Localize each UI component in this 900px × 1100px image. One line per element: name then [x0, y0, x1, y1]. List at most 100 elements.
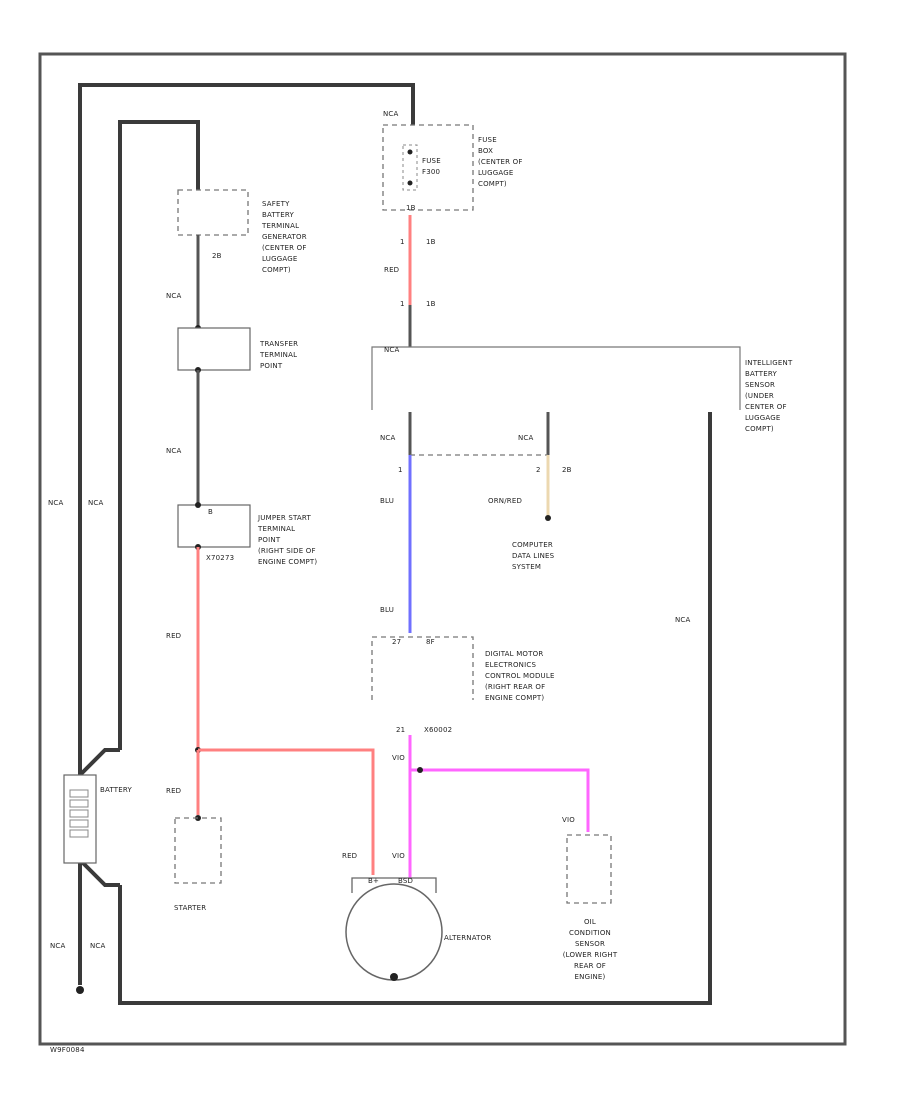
violet-oil-wire: [410, 768, 590, 832]
svg-text:CENTER OF: CENTER OF: [745, 403, 787, 411]
transfer-point-lines: TRANSFER TERMINAL POINT: [259, 340, 298, 370]
svg-text:GENERATOR: GENERATOR: [262, 233, 307, 241]
svg-text:BOX: BOX: [478, 147, 493, 155]
fuse-id-line1: FUSE: [422, 157, 441, 165]
ibs-lines: INTELLIGENT BATTERY SENSOR (UNDER CENTER…: [745, 359, 793, 433]
starter-box: [174, 817, 222, 884]
svg-text:POINT: POINT: [258, 536, 281, 544]
safety-terminal-pin: 2B: [212, 252, 222, 260]
alternator-label: ALTERNATOR: [444, 934, 491, 942]
starter-red-label: RED: [166, 787, 181, 795]
ibs-pin1-wire: NCA: [380, 434, 396, 442]
svg-text:CONDITION: CONDITION: [569, 929, 611, 937]
safety-wire-label: NCA: [166, 292, 182, 300]
safety-terminal-box: [177, 189, 249, 236]
safety-terminal-lines: SAFETY BATTERY TERMINAL GENERATOR (CENTE…: [261, 200, 307, 274]
svg-text:SYSTEM: SYSTEM: [512, 563, 541, 571]
oil-sensor-box: [566, 834, 612, 904]
blue-upper-label: BLU: [380, 497, 394, 505]
fuse-top-dot: [407, 149, 413, 155]
svg-text:LUGGAGE: LUGGAGE: [745, 414, 780, 422]
fuse-pin-b: 1B: [426, 238, 436, 246]
svg-text:TERMINAL: TERMINAL: [259, 351, 297, 359]
violet-label-b: VIO: [392, 852, 405, 860]
starter-label: STARTER: [174, 904, 206, 912]
fuse-conn-a: 1: [400, 238, 405, 246]
svg-text:(LOWER RIGHT: (LOWER RIGHT: [563, 951, 618, 959]
svg-text:ENGINE COMPT): ENGINE COMPT): [485, 694, 544, 702]
ibs-outline: [371, 346, 741, 410]
inner-loop-wire-label: NCA: [88, 499, 104, 507]
svg-text:COMPT): COMPT): [262, 266, 291, 274]
svg-text:OIL: OIL: [584, 918, 596, 926]
fuse-conn-b: 1: [400, 300, 405, 308]
alternator-pin-b: B+: [368, 877, 379, 885]
bottom-right-wire-label: NCA: [90, 942, 106, 950]
svg-text:POINT: POINT: [260, 362, 283, 370]
jumper-red-label: RED: [166, 632, 181, 640]
ibs-pin2-wire: NCA: [518, 434, 534, 442]
fuse-top-wire-label: NCA: [383, 110, 399, 118]
jumper-conn: X70273: [206, 554, 234, 562]
svg-text:BATTERY: BATTERY: [262, 211, 295, 219]
fuse-element: [402, 144, 418, 191]
fuse-box-outline: [382, 124, 474, 211]
oil-wire-label: VIO: [562, 816, 575, 824]
alternator-red-label: RED: [342, 852, 357, 860]
dme-outline: [371, 636, 474, 700]
fuse-bottom-dot: [407, 180, 413, 186]
svg-text:LUGGAGE: LUGGAGE: [262, 255, 297, 263]
svg-text:JUMPER START: JUMPER START: [257, 514, 311, 522]
outer-loop-wire-label: NCA: [48, 499, 64, 507]
svg-text:TRANSFER: TRANSFER: [259, 340, 298, 348]
svg-text:FUSE: FUSE: [478, 136, 497, 144]
svg-text:SENSOR: SENSOR: [745, 381, 775, 389]
bottom-left-wire-label: NCA: [50, 942, 66, 950]
ground-terminal-dot: [76, 986, 84, 994]
inner-nca-loop: [118, 120, 200, 750]
svg-text:COMPUTER: COMPUTER: [512, 541, 553, 549]
battery-top-connector: [78, 748, 120, 777]
ibs-pin1: 1: [398, 466, 403, 474]
violet-label-a: VIO: [392, 754, 405, 762]
outer-nca-loop: [78, 83, 415, 775]
jumper-pin: B: [208, 508, 213, 516]
svg-text:(RIGHT SIDE OF: (RIGHT SIDE OF: [258, 547, 316, 555]
dme-out-pin: 21: [396, 726, 405, 734]
ibs-pin2: 2: [536, 466, 541, 474]
dme-lines: DIGITAL MOTOR ELECTRONICS CONTROL MODULE…: [485, 650, 554, 702]
svg-text:ENGINE): ENGINE): [575, 973, 606, 981]
blue-lower-label: BLU: [380, 606, 394, 614]
battery-bottom-connector: [78, 858, 120, 887]
svg-text:REAR OF: REAR OF: [574, 962, 606, 970]
jumper-point-box: [177, 504, 251, 548]
fuse-red-label: RED: [384, 266, 399, 274]
fuse-box-lines: FUSE BOX (CENTER OF LUGGAGE COMPT): [478, 136, 523, 188]
alternator-red-wire: [198, 748, 375, 875]
svg-text:(RIGHT REAR OF: (RIGHT REAR OF: [485, 683, 545, 691]
svg-text:(CENTER OF: (CENTER OF: [478, 158, 523, 166]
svg-text:BATTERY: BATTERY: [745, 370, 778, 378]
svg-text:INTELLIGENT: INTELLIGENT: [745, 359, 793, 367]
ibs-right-wire-label: NCA: [675, 616, 691, 624]
battery-symbol: [63, 774, 97, 864]
svg-text:DIGITAL MOTOR: DIGITAL MOTOR: [485, 650, 543, 658]
jumper-point-lines: JUMPER START TERMINAL POINT (RIGHT SIDE …: [257, 514, 317, 566]
dme-pin-b: 8F: [426, 638, 435, 646]
dme-out-conn: X60002: [424, 726, 452, 734]
bottom-ground-loop: [118, 412, 712, 1005]
fuse-pin-top: 1B: [406, 204, 416, 212]
battery-label: BATTERY: [100, 786, 133, 794]
jumper-top-dot: [195, 502, 201, 508]
svg-text:SENSOR: SENSOR: [575, 940, 605, 948]
svg-text:DATA LINES: DATA LINES: [512, 552, 555, 560]
footer-code: W9F0084: [50, 1046, 85, 1054]
orange-wire-end: [545, 515, 551, 521]
transfer-point-box: [177, 327, 251, 371]
svg-text:TERMINAL: TERMINAL: [257, 525, 295, 533]
violet-splice-dot: [417, 767, 423, 773]
ibs-pin2-conn: 2B: [562, 466, 572, 474]
oil-sensor-lines: OIL CONDITION SENSOR (LOWER RIGHT REAR O…: [563, 918, 618, 981]
svg-text:LUGGAGE: LUGGAGE: [478, 169, 513, 177]
